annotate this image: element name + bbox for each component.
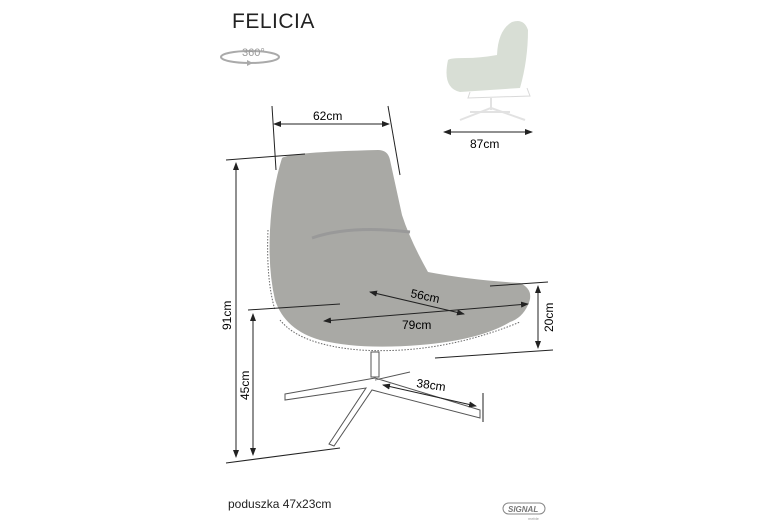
svg-text:meble: meble [528, 516, 540, 521]
cushion-note: poduszka 47x23cm [228, 497, 332, 511]
height-total-label: 91cm [220, 301, 234, 330]
base-radius-label: 38cm [416, 376, 447, 394]
width-back-label: 62cm [313, 109, 342, 123]
seat-depth-label: 56cm [409, 286, 441, 306]
signal-logo: SIGNAL meble [502, 502, 546, 521]
seat-height-label: 45cm [238, 371, 252, 400]
product-title: FELICIA [232, 10, 315, 33]
chair-front-view [267, 150, 531, 447]
total-depth-label: 79cm [402, 318, 431, 332]
side-view-chair [446, 21, 531, 121]
dimension-lines [225, 105, 554, 464]
depth-side-label: 87cm [470, 137, 499, 151]
rotate-360-icon: 360° [220, 47, 280, 66]
svg-text:SIGNAL: SIGNAL [508, 505, 538, 514]
armrest-height-label: 20cm [542, 303, 556, 332]
rotation-label: 360° [242, 47, 265, 59]
